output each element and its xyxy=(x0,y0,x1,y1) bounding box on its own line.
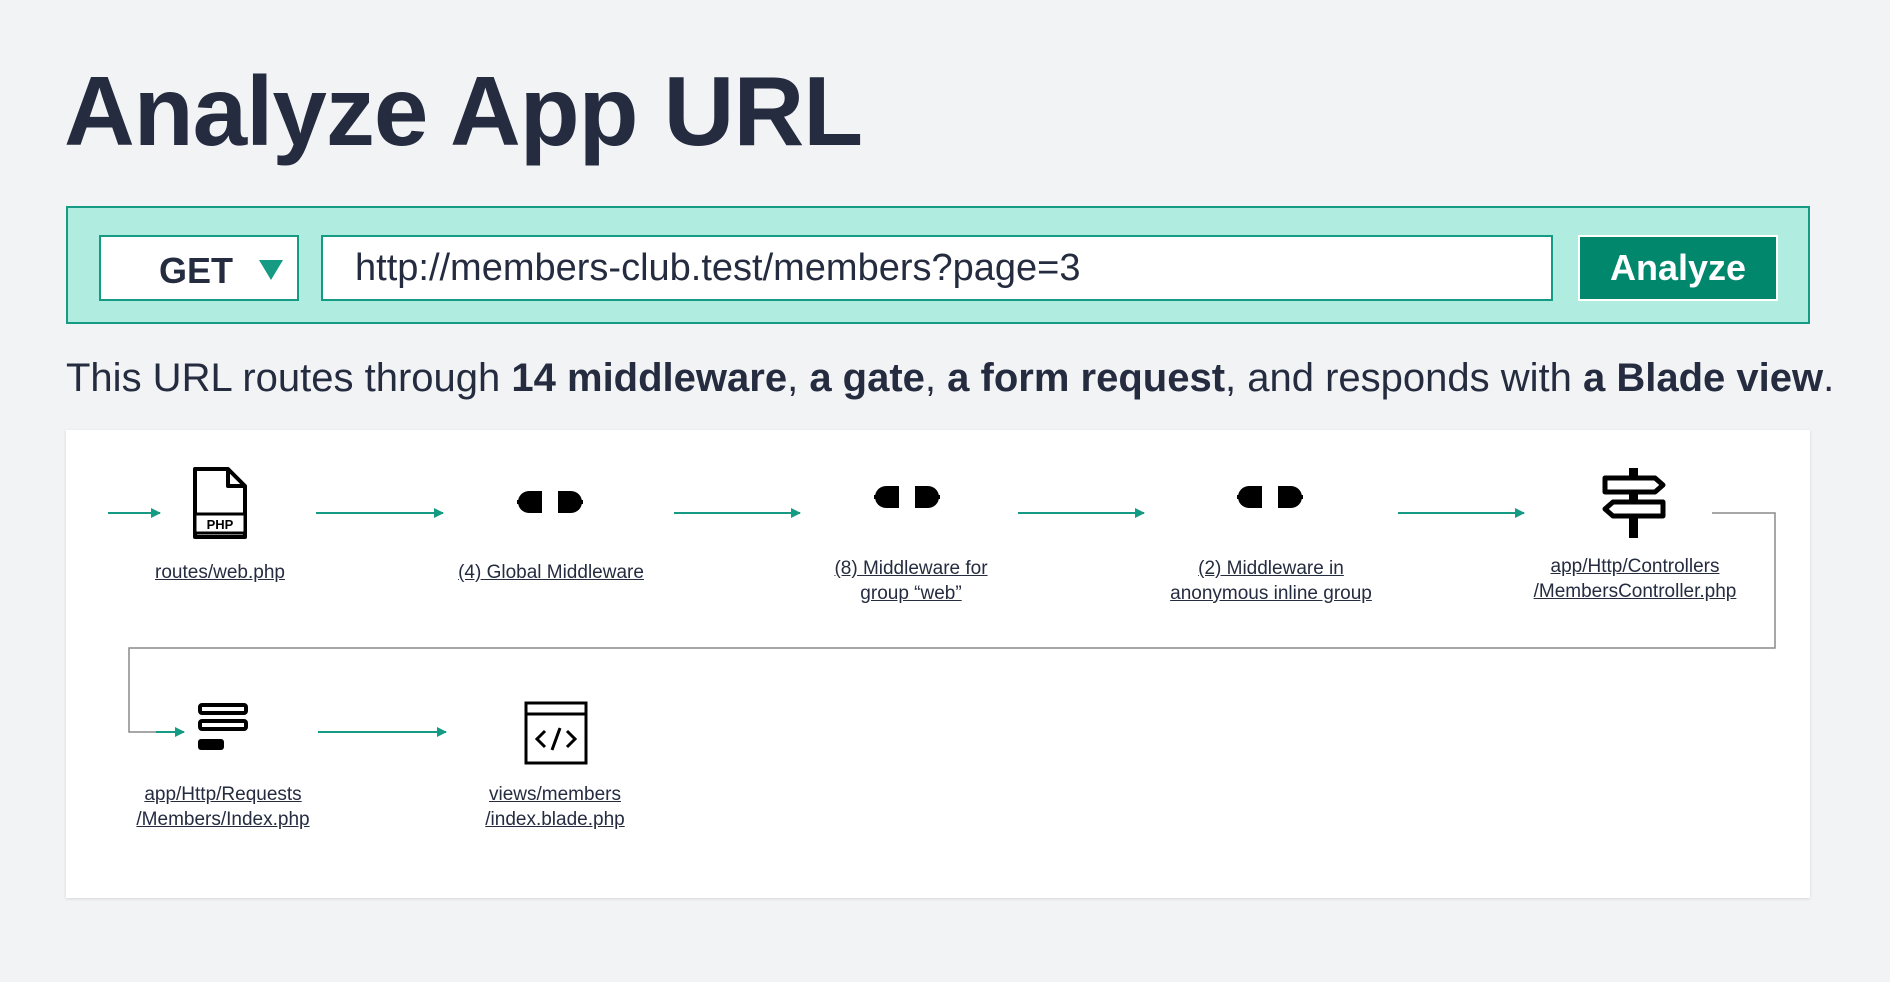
summary-text: This URL routes through 14 middleware, a… xyxy=(66,354,1834,402)
summary-end: . xyxy=(1823,356,1835,400)
flow-node-label[interactable]: routes/web.php xyxy=(155,562,285,583)
summary-lead: This URL routes through xyxy=(66,356,512,400)
flow-row-connector xyxy=(128,512,1776,733)
plug-icon xyxy=(1237,486,1303,508)
flow-node-label[interactable]: (2) Middleware in anonymous inline group xyxy=(1170,558,1372,604)
flow-node-label[interactable]: views/members /index.blade.php xyxy=(485,784,625,830)
flow-node-label[interactable]: app/Http/Requests /Members/Index.php xyxy=(136,784,310,830)
php-file-icon: PHP xyxy=(193,467,247,539)
summary-form-request: a form request xyxy=(947,356,1226,400)
form-request-icon xyxy=(198,703,248,750)
summary-view: a Blade view xyxy=(1583,356,1824,400)
flow-connectors xyxy=(108,508,1776,737)
svg-text:PHP: PHP xyxy=(207,517,234,532)
summary-gate: a gate xyxy=(809,356,925,400)
plug-icon xyxy=(517,491,583,513)
summary-separator: , xyxy=(924,356,948,400)
url-input[interactable] xyxy=(321,235,1553,301)
method-select-value: GET xyxy=(159,250,234,291)
summary-middleware-count: 14 middleware xyxy=(511,356,788,400)
summary-separator: , xyxy=(787,356,810,400)
flow-node-label[interactable]: (4) Global Middleware xyxy=(458,562,644,583)
method-select[interactable]: GET xyxy=(99,235,299,301)
page-title: Analyze App URL xyxy=(64,56,863,166)
route-flow-panel: PHP routes/web.php (4) Global Middleware… xyxy=(66,430,1810,898)
code-window-icon xyxy=(524,701,588,765)
request-bar: GET Analyze xyxy=(66,206,1810,324)
caret-down-icon xyxy=(259,260,283,280)
signpost-icon xyxy=(1602,468,1666,538)
summary-mid: , and responds with xyxy=(1225,356,1584,400)
flow-node-label[interactable]: app/Http/Controllers /MembersController.… xyxy=(1533,556,1737,602)
flow-node-label[interactable]: (8) Middleware for group “web” xyxy=(834,558,988,604)
analyze-button[interactable]: Analyze xyxy=(1578,235,1778,301)
plug-icon xyxy=(874,486,940,508)
